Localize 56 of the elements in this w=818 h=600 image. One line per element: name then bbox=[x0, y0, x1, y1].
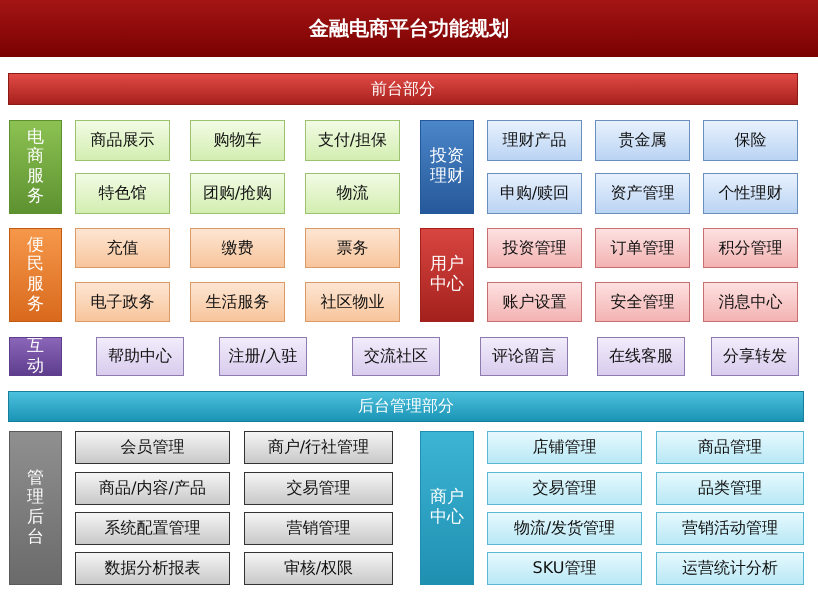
feature-tile: 交易管理 bbox=[244, 472, 393, 505]
feature-tile: 资产管理 bbox=[595, 173, 690, 214]
feature-tile: 店铺管理 bbox=[487, 431, 642, 464]
feature-tile: 积分管理 bbox=[703, 228, 798, 268]
feature-tile: 理财产品 bbox=[487, 120, 582, 161]
feature-tile: 充值 bbox=[75, 228, 170, 268]
diagram-title: 金融电商平台功能规划 bbox=[0, 0, 818, 57]
feature-tile: 营销活动管理 bbox=[656, 512, 804, 545]
feature-tile: 在线客服 bbox=[597, 337, 685, 376]
feature-tile: 交易管理 bbox=[487, 472, 642, 505]
feature-tile: 团购/抢购 bbox=[190, 173, 285, 214]
feature-tile: 社区物业 bbox=[305, 282, 400, 322]
category-tile: 电商服务 bbox=[9, 120, 62, 214]
feature-tile: 商品/内容/产品 bbox=[75, 472, 230, 505]
feature-tile: 生活服务 bbox=[190, 282, 285, 322]
feature-tile: 数据分析报表 bbox=[75, 552, 230, 585]
feature-tile: 商品展示 bbox=[75, 120, 170, 161]
feature-tile: 系统配置管理 bbox=[75, 512, 230, 545]
feature-tile: 评论留言 bbox=[480, 337, 568, 376]
feature-tile: SKU管理 bbox=[487, 552, 642, 585]
feature-tile: 审核/权限 bbox=[244, 552, 393, 585]
feature-tile: 订单管理 bbox=[595, 228, 690, 268]
feature-tile: 运营统计分析 bbox=[656, 552, 804, 585]
feature-tile: 消息中心 bbox=[703, 282, 798, 322]
category-tile: 互动 bbox=[9, 337, 62, 376]
feature-tile: 保险 bbox=[703, 120, 798, 161]
feature-tile: 商户/行社管理 bbox=[244, 431, 393, 464]
feature-tile: 物流/发货管理 bbox=[487, 512, 642, 545]
feature-tile: 交流社区 bbox=[352, 337, 440, 376]
feature-tile: 品类管理 bbox=[656, 472, 804, 505]
feature-tile: 会员管理 bbox=[75, 431, 230, 464]
feature-tile: 缴费 bbox=[190, 228, 285, 268]
feature-tile: 特色馆 bbox=[75, 173, 170, 214]
feature-tile: 票务 bbox=[305, 228, 400, 268]
feature-tile: 申购/赎回 bbox=[487, 173, 582, 214]
category-tile: 投资理财 bbox=[420, 120, 474, 214]
category-tile: 商户中心 bbox=[420, 431, 474, 585]
feature-tile: 购物车 bbox=[190, 120, 285, 161]
section-banner: 后台管理部分 bbox=[8, 391, 804, 422]
feature-tile: 营销管理 bbox=[244, 512, 393, 545]
category-tile: 管理后台 bbox=[9, 431, 62, 585]
feature-tile: 账户设置 bbox=[487, 282, 582, 322]
feature-tile: 商品管理 bbox=[656, 431, 804, 464]
feature-tile: 安全管理 bbox=[595, 282, 690, 322]
feature-tile: 注册/入驻 bbox=[219, 337, 307, 376]
category-tile: 便民服务 bbox=[9, 228, 62, 322]
feature-tile: 电子政务 bbox=[75, 282, 170, 322]
feature-tile: 贵金属 bbox=[595, 120, 690, 161]
feature-tile: 帮助中心 bbox=[96, 337, 184, 376]
feature-tile: 投资管理 bbox=[487, 228, 582, 268]
category-tile: 用户中心 bbox=[420, 228, 474, 322]
feature-tile: 物流 bbox=[305, 173, 400, 214]
feature-tile: 个性理财 bbox=[703, 173, 798, 214]
section-banner: 前台部分 bbox=[8, 73, 798, 105]
feature-tile: 分享转发 bbox=[711, 337, 799, 376]
feature-tile: 支付/担保 bbox=[305, 120, 400, 161]
